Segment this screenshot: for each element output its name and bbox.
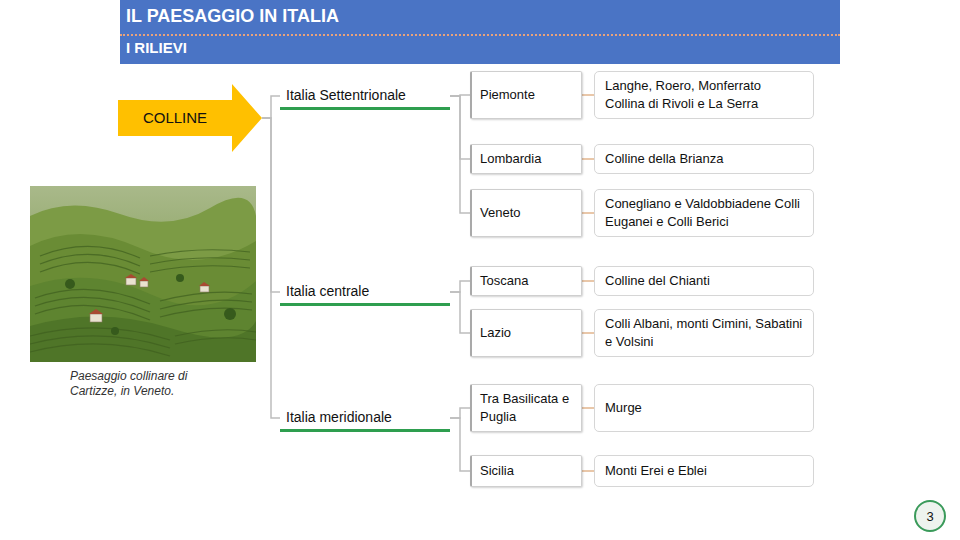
hills-box: Colline della Brianza bbox=[594, 144, 814, 174]
hills-box: Murge bbox=[594, 384, 814, 432]
connector-line bbox=[582, 212, 594, 214]
node-text: Monti Erei e Eblei bbox=[605, 462, 707, 480]
area-box: Italia meridionale bbox=[280, 404, 450, 432]
node-text: Lazio bbox=[480, 324, 511, 342]
node-text: Toscana bbox=[480, 272, 528, 290]
photo-caption: Paesaggio collinare di Cartizze, in Vene… bbox=[70, 369, 210, 399]
connector-line bbox=[262, 118, 280, 418]
connector-line bbox=[450, 408, 470, 418]
node-text: Langhe, Roero, Monferrato Collina di Riv… bbox=[605, 77, 803, 112]
node-text: Piemonte bbox=[480, 86, 535, 104]
node-text: Sicilia bbox=[480, 462, 514, 480]
connector-line bbox=[450, 418, 470, 471]
header-band: IL PAESAGGIO IN ITALIA I RILIEVI bbox=[120, 0, 840, 64]
connector-line bbox=[582, 280, 594, 282]
category-arrow: COLLINE bbox=[118, 84, 262, 152]
area-box: Italia centrale bbox=[280, 278, 450, 306]
connector-line bbox=[450, 96, 470, 213]
arrow-fill bbox=[118, 84, 262, 152]
node-text: Italia meridionale bbox=[286, 409, 392, 425]
hills-box: Conegliano e Valdobbiadene Colli Euganei… bbox=[594, 189, 814, 237]
hills-box: Colline del Chianti bbox=[594, 266, 814, 296]
region-box: Veneto bbox=[470, 189, 582, 237]
connector-line bbox=[450, 292, 470, 333]
node-text: Tra Basilicata e Puglia bbox=[480, 390, 573, 425]
label-holder: I RILIEVI bbox=[126, 39, 187, 56]
landscape-photo bbox=[30, 186, 256, 362]
dotted-rule bbox=[120, 34, 840, 36]
node-text: Murge bbox=[605, 399, 642, 417]
node-text: Italia centrale bbox=[286, 283, 369, 299]
node-text: Colline della Brianza bbox=[605, 150, 724, 168]
connector-line bbox=[582, 94, 594, 96]
node-text: Colli Albani, monti Cimini, Sabatini e V… bbox=[605, 315, 803, 350]
region-box: Toscana bbox=[470, 266, 582, 296]
connector-line bbox=[582, 158, 594, 160]
connector-line bbox=[262, 96, 280, 118]
node-text: Lombardia bbox=[480, 150, 541, 168]
hills-box: Monti Erei e Eblei bbox=[594, 455, 814, 487]
region-box: Lazio bbox=[470, 309, 582, 357]
node-text: Veneto bbox=[480, 204, 521, 222]
connector-line bbox=[582, 332, 594, 334]
connector-line bbox=[450, 281, 470, 292]
section-label: I RILIEVI bbox=[126, 39, 187, 56]
page-title: IL PAESAGGIO IN ITALIA bbox=[126, 6, 339, 27]
region-box: Sicilia bbox=[470, 455, 582, 487]
area-box: Italia Settentrionale bbox=[280, 82, 450, 110]
connector-line bbox=[582, 470, 594, 472]
node-text: COLLINE bbox=[118, 100, 232, 136]
connector-line bbox=[582, 407, 594, 409]
page-number: 3 bbox=[914, 500, 946, 532]
region-box: Piemonte bbox=[470, 71, 582, 119]
region-box: Tra Basilicata e Puglia bbox=[470, 384, 582, 432]
node-text: Italia Settentrionale bbox=[286, 87, 406, 103]
hills-box: Colli Albani, monti Cimini, Sabatini e V… bbox=[594, 309, 814, 357]
hills-box: Langhe, Roero, Monferrato Collina di Riv… bbox=[594, 71, 814, 119]
node-text: Conegliano e Valdobbiadene Colli Euganei… bbox=[605, 195, 803, 230]
node-text: Colline del Chianti bbox=[605, 272, 710, 290]
node-text: 3 bbox=[926, 509, 933, 524]
region-box: Lombardia bbox=[470, 144, 582, 174]
